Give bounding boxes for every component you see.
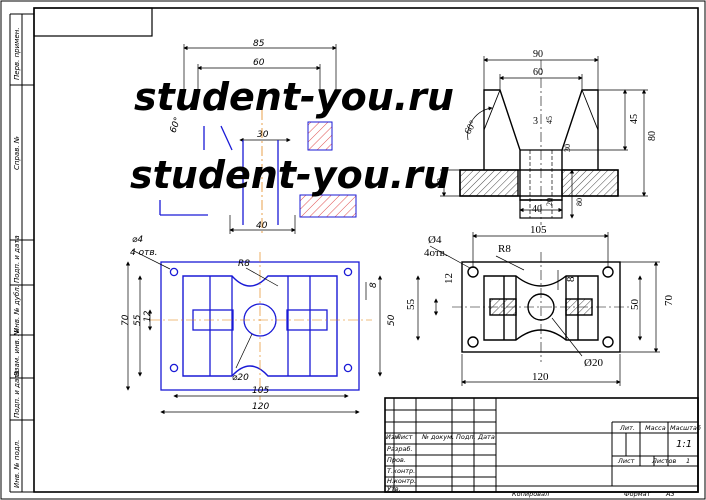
br-dim-50: 50	[629, 299, 641, 311]
tb-col-doc: № докум.	[421, 433, 454, 441]
title-block-text: Изм Лист № докум. Подп. Дата Разраб. Про…	[386, 424, 701, 498]
tb-col-date: Дата	[477, 433, 495, 441]
tr-dim-3: 3	[533, 116, 538, 127]
br-dim-70: 70	[663, 295, 675, 307]
br-dim-55: 55	[405, 299, 417, 311]
tl-dim-30: 30	[257, 130, 269, 140]
tb-col-list: Лист	[395, 433, 413, 441]
tr-dim-60: 60	[533, 67, 543, 78]
tb-role-tkontr: Т.контр.	[387, 467, 415, 475]
bl-dim-8: 8	[369, 282, 379, 288]
inner-frame	[33, 7, 699, 493]
bl-dim-50: 50	[387, 314, 397, 326]
bl-dim-105: 105	[252, 386, 269, 396]
tr-dim-45b: 45	[545, 116, 554, 124]
top-corner-box	[33, 7, 153, 37]
tb-role-nkontr: Н.контр.	[387, 477, 416, 485]
bl-hole-dia: ⌀4	[132, 235, 143, 245]
side-label-podp1: Подп. и дата	[13, 235, 21, 283]
tb-scale-value: 1:1	[676, 439, 692, 450]
top-right-view	[440, 56, 648, 225]
tb-role-utv: Утв.	[387, 485, 401, 493]
tb-scale: Масштаб	[670, 424, 701, 432]
tb-format-label: Формат	[624, 490, 651, 498]
tr-dim-45: 45	[629, 114, 640, 124]
side-label-podl: Инв. № подл.	[13, 440, 21, 488]
tb-sheet: Лист	[617, 457, 635, 465]
tl-dim-85: 85	[253, 39, 265, 49]
bl-dim-70: 70	[121, 314, 131, 326]
tb-sheets-value: 1	[686, 457, 690, 465]
br-dim-12: 12	[443, 273, 455, 284]
side-strip-labels: Перв. примен. Справ. № Подп. и дата Инв.…	[13, 27, 21, 488]
tr-dim-40: 40	[532, 204, 542, 215]
watermark-2: student-you.ru	[130, 153, 450, 197]
tl-dim-60: 60	[253, 58, 265, 68]
br-dim-105: 105	[530, 224, 547, 236]
bl-dim-55: 55	[133, 314, 143, 326]
watermark-1: student-you.ru	[134, 75, 454, 119]
title-block	[384, 397, 699, 493]
bl-dim-120: 120	[252, 402, 269, 412]
tr-dim-20: 20	[436, 178, 447, 188]
bl-hole-count: 4 отв.	[130, 248, 158, 258]
tb-format-value: А3	[665, 490, 675, 498]
br-hole-count: 4отв.	[424, 247, 448, 259]
top-right-labels: 90 60 3 45 45 80 30 20 40 20 80 60°	[436, 49, 658, 215]
bl-radius: R8	[238, 259, 250, 269]
top-left-views: 85 60 30 40 60°	[159, 39, 357, 235]
side-label-sprav: Справ. №	[13, 136, 21, 170]
bottom-left-view: ⌀4 4 отв. R8 70 55 12 8 50 ⌀20 105 120	[121, 235, 397, 415]
side-label-podp2: Подп. и дата	[13, 370, 21, 418]
side-label-dubl: Инв. № дубл.	[13, 285, 21, 333]
tr-angle-60: 60°	[463, 119, 480, 137]
side-label-perv: Перв. примен.	[13, 27, 21, 80]
tr-dim-30: 30	[563, 144, 572, 152]
tr-dim-20b: 20	[545, 198, 554, 206]
br-dim-dia20: Ø20	[584, 357, 603, 369]
tb-mass: Масса	[645, 424, 666, 432]
side-label-vzam: Взам. инв. №	[13, 328, 21, 376]
tl-hatch-top	[307, 121, 333, 151]
tb-role-prov: Пров.	[387, 456, 406, 464]
tb-col-podp: Подп.	[456, 433, 476, 441]
bl-dim-dia20: ⌀20	[232, 373, 249, 383]
br-radius: R8	[498, 243, 511, 255]
tb-col-izm: Изм	[386, 433, 399, 441]
bottom-right-view: Ø4 4отв. R8 105 12 8 55 50 70 Ø20 120	[405, 224, 675, 386]
tr-dim-80b: 80	[575, 198, 584, 206]
tl-hatch-bottom	[299, 194, 357, 218]
tr-dim-80: 80	[647, 131, 658, 141]
tb-role-razrab: Разраб.	[387, 445, 413, 453]
br-dim-120: 120	[532, 371, 549, 383]
br-hole-dia: Ø4	[428, 234, 442, 246]
side-strip	[9, 13, 34, 493]
tb-copied: Копировал	[512, 490, 549, 498]
tr-dim-90: 90	[533, 49, 543, 60]
tb-sheets: Листов	[651, 457, 676, 465]
tb-lit: Лит.	[619, 424, 635, 432]
br-dim-8: 8	[565, 276, 577, 282]
bl-dim-12: 12	[143, 310, 153, 322]
